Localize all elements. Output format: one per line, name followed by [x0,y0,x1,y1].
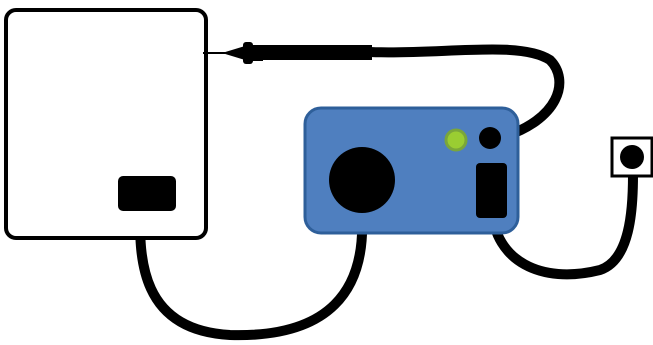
probe-socket [479,127,501,149]
outlet-frame [610,136,653,178]
device-box-icon [4,8,208,240]
power-unit-icon [303,106,520,235]
probe-body [262,45,320,60]
probe-grip-ring [243,42,253,64]
device-cable [134,200,368,341]
power-cable [487,170,638,280]
probe-cone [222,46,245,60]
wall-outlet-icon [610,136,653,178]
probe-cable [365,44,565,143]
probe-collar [253,45,263,61]
power-plug-icon [476,163,507,218]
probe-tail [318,45,372,60]
round-connector-icon [329,147,395,213]
outlet-socket [620,145,644,169]
device-port [118,176,176,211]
status-led-icon [444,128,468,152]
probe-icon [203,42,372,64]
